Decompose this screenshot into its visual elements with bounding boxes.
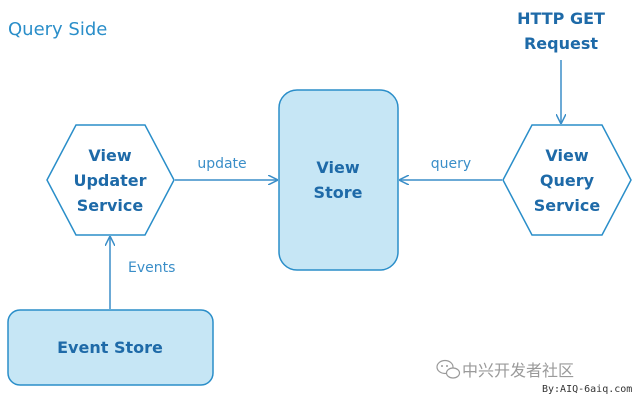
event-store-label: Event Store [57,338,163,357]
query-edge-label: query [431,156,471,172]
view-query-service-node: View Query Service [502,124,632,236]
event-store-node: Event Store [7,309,214,386]
view-updater-service-node: View Updater Service [46,124,175,236]
event-store-box [7,309,214,386]
view-updater-service-label-line2: Updater [73,171,146,190]
http-get-request-label-line1: HTTP GET [517,9,605,28]
view-query-service-label-line2: Query [540,171,595,190]
update-edge-label: update [197,156,246,172]
view-store-box [278,89,399,271]
view-store-node: View Store [278,89,399,271]
watermark-sub-background [538,380,638,396]
view-query-service-label-line3: Service [534,196,601,215]
http-get-request-node: HTTP GET Request [517,9,605,53]
http-get-request-label-line2: Request [524,34,598,53]
watermark-sub-text: By:AIQ-6aiq.com [542,384,632,395]
view-query-service-label-line1: View [545,146,588,165]
view-updater-service-label-line1: View [88,146,131,165]
watermark-text: 中兴开发者社区 [462,361,574,380]
watermark: 中兴开发者社区 By:AIQ-6aiq.com [436,359,638,396]
view-query-service-hexagon [502,124,632,236]
view-updater-service-label-line3: Service [77,196,144,215]
wechat-icon [436,359,461,379]
view-store-label-line1: View [316,158,359,177]
events-edge-label: Events [128,260,175,276]
view-store-label-line2: Store [314,183,363,202]
view-updater-service-hexagon [46,124,175,236]
diagram-title: Query Side [8,19,107,40]
